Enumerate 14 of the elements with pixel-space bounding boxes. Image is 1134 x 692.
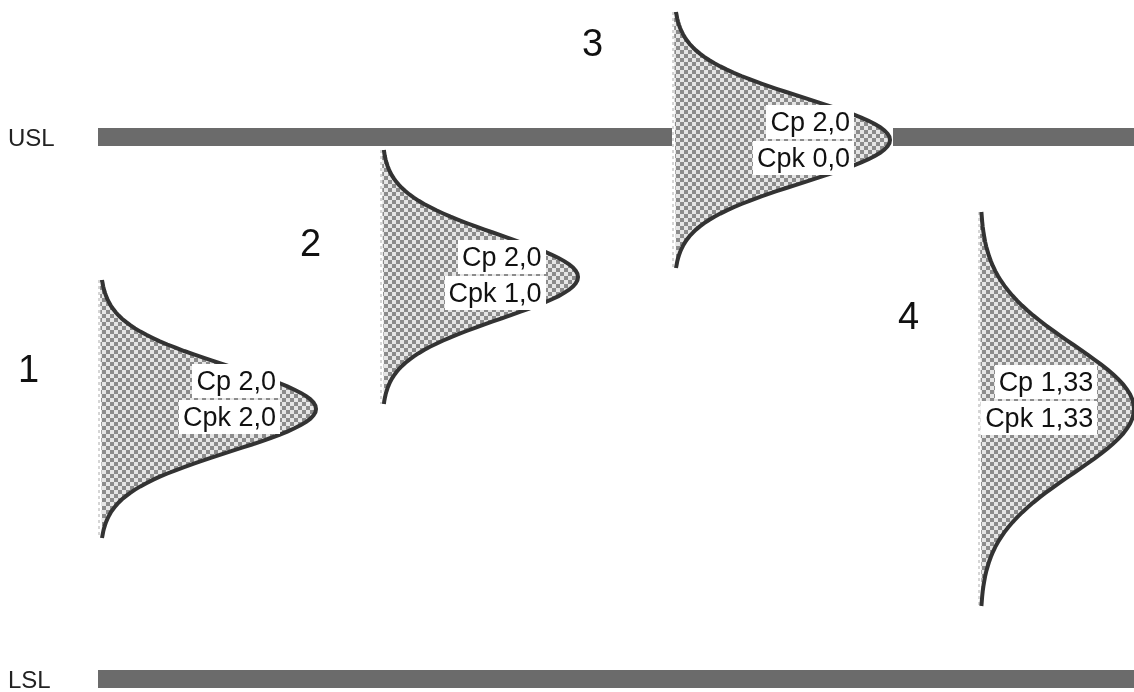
capability-value: Cp 2,0 xyxy=(766,105,855,139)
curve-number: 1 xyxy=(18,348,40,391)
limit-label: LSL xyxy=(8,666,51,692)
capability-value: Cpk 0,0 xyxy=(753,141,855,175)
curve-number: 3 xyxy=(582,22,604,65)
capability-value: Cp 2,0 xyxy=(458,240,546,274)
capability-value: Cpk 2,0 xyxy=(179,400,281,434)
curve-number: 4 xyxy=(898,295,920,338)
capability-value: Cpk 1,0 xyxy=(444,276,546,310)
limit-label: USL xyxy=(8,124,55,152)
capability-value: Cpk 1,33 xyxy=(981,401,1098,435)
capability-value: Cp 1,33 xyxy=(994,365,1098,399)
capability-value: Cp 2,0 xyxy=(192,364,281,398)
curve-number: 2 xyxy=(300,222,322,265)
